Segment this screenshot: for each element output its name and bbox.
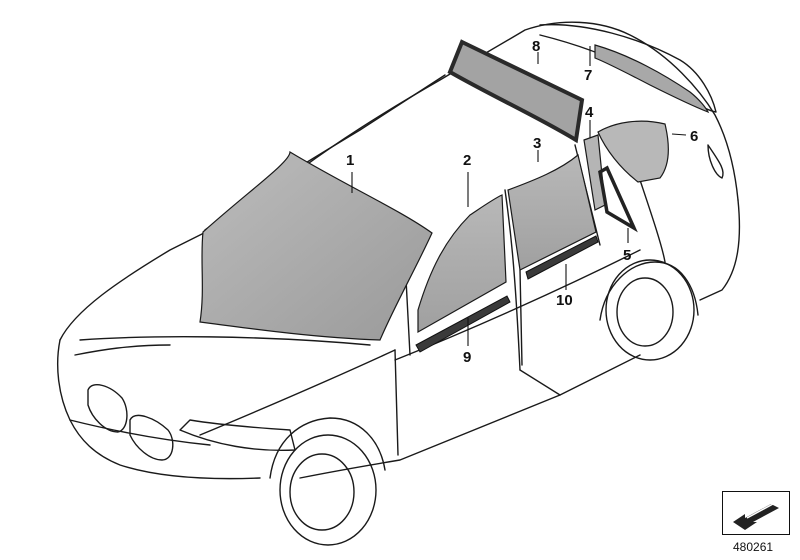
front-door-seal-strip (415, 295, 511, 353)
car-body-outline (56, 21, 741, 546)
callout-leaders (351, 46, 687, 346)
callout-3: 3 (533, 135, 541, 152)
callout-10: 10 (556, 292, 573, 309)
rear-door-seal-strip (525, 235, 599, 280)
callout-6: 6 (690, 128, 698, 145)
rear-window (594, 44, 710, 114)
callout-2: 2 (463, 152, 471, 169)
windshield-glass (199, 150, 433, 341)
front-door-window (417, 194, 507, 334)
diagram-id: 480261 (733, 540, 774, 554)
callout-7: 7 (584, 67, 592, 84)
quarter-window-seal (598, 165, 638, 233)
diagram-nav-box[interactable] (722, 491, 790, 535)
callout-1: 1 (346, 152, 354, 169)
callout-5: 5 (623, 247, 631, 264)
sunroof-glass (447, 39, 585, 144)
callout-4: 4 (585, 104, 594, 121)
arrow-down-left-icon (733, 503, 779, 530)
rear-side-window (597, 120, 669, 183)
callout-9: 9 (463, 349, 471, 366)
callout-8: 8 (532, 38, 540, 55)
rear-door-window (507, 153, 597, 271)
